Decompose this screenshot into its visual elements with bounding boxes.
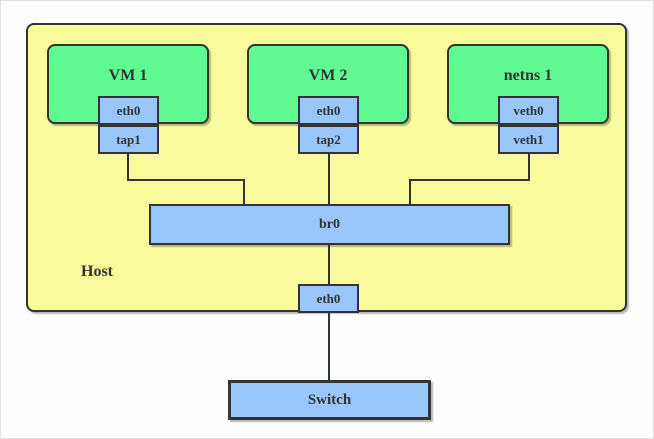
node-switch-label: Switch: [307, 391, 352, 408]
host-label: Host: [81, 263, 113, 280]
port-vm1-tap1: tap1: [98, 125, 159, 154]
connector-veth1-br0-segment-into: [409, 179, 411, 205]
node-switch: Switch: [228, 380, 431, 420]
port-vm2-tap2-label: tap2: [316, 131, 341, 147]
connector-tap1-br0-segment-into: [243, 179, 245, 205]
port-vm1-tap1-label: tap1: [116, 131, 141, 147]
node-bridge-label: br0: [319, 216, 340, 232]
port-vm2-eth0-label: eth0: [316, 102, 341, 118]
port-vm1-eth0: eth0: [98, 96, 159, 125]
node-bridge-br0: br0: [149, 204, 510, 245]
port-netns1-veth0-label: veth0: [513, 102, 544, 118]
connector-br0-hosteth0: [328, 244, 330, 285]
port-netns1-veth1-label: veth1: [513, 131, 544, 147]
connector-veth1-br0-segment-down: [528, 154, 530, 181]
connector-tap2-br0: [328, 154, 330, 205]
port-vm2-tap2: tap2: [298, 125, 359, 154]
node-netns1-title: netns 1: [503, 67, 553, 84]
port-host-eth0-label: eth0: [316, 290, 341, 306]
port-vm2-eth0: eth0: [298, 96, 359, 125]
port-host-eth0: eth0: [298, 284, 359, 313]
connector-veth1-br0-segment-across: [410, 179, 530, 181]
port-vm1-eth0-label: eth0: [116, 102, 141, 118]
connector-tap1-br0-segment-down: [127, 154, 129, 181]
connector-hosteth0-switch: [328, 312, 330, 381]
connector-tap1-br0-segment-across: [127, 179, 245, 181]
port-netns1-veth0: veth0: [498, 96, 559, 125]
node-vm1-title: VM 1: [108, 67, 148, 84]
node-vm2-title: VM 2: [308, 67, 348, 84]
port-netns1-veth1: veth1: [498, 125, 559, 154]
